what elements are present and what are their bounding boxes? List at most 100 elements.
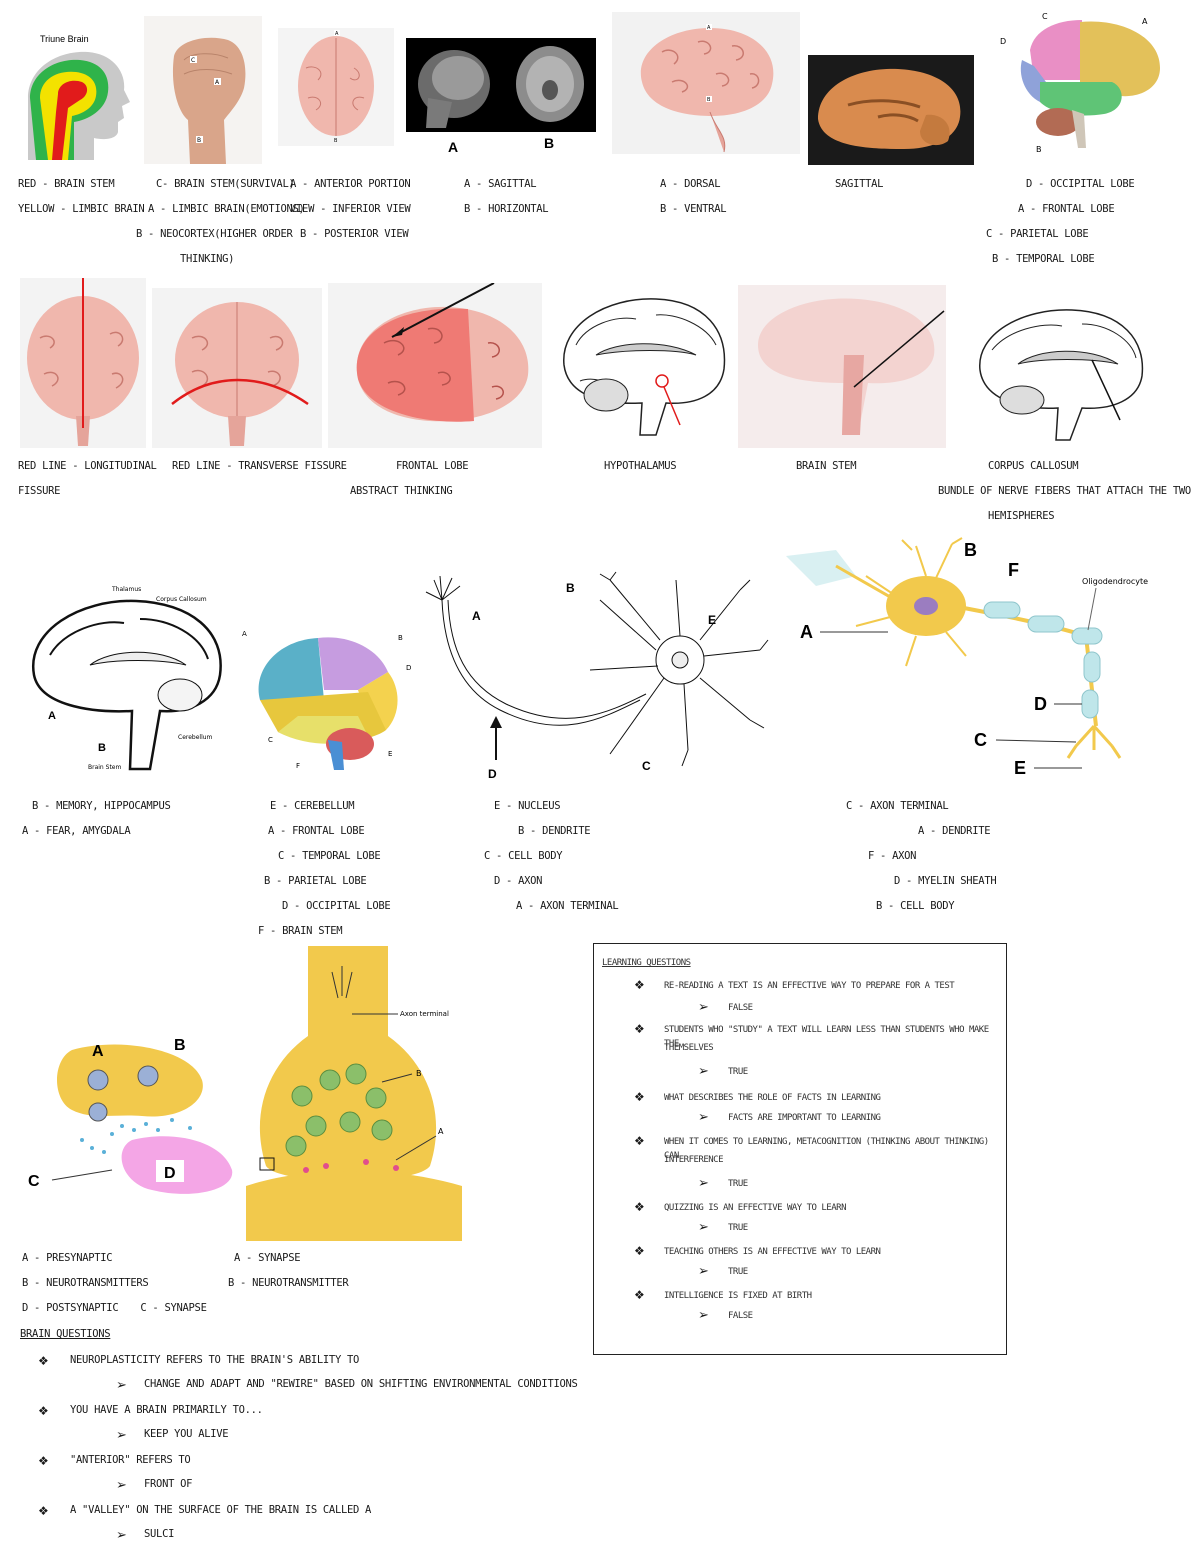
synapse-diagram-1: A B C D [22, 1030, 242, 1205]
corpus-callosum-figure [972, 300, 1150, 448]
frontal-caption: frontal lobe abstract thinking [350, 460, 469, 497]
learn-q6: Teaching others is an effective way to l… [664, 1247, 881, 1257]
lobes-labeled-figure: A B D C F E [238, 620, 418, 780]
learn-a6-arrow: ➢ [698, 1264, 709, 1279]
lobes2-label-a: A [242, 630, 247, 638]
brainstem-caption: brain stem [796, 460, 857, 472]
limbic-label-corpus: Corpus Callosum [156, 596, 207, 603]
frontal-lobe-figure [328, 282, 542, 448]
view-caption: A - anterior portion View - inferior vie… [290, 178, 411, 240]
mri-label-a: A [448, 139, 458, 155]
neuron-color-figure: B F Oligodendrocyte A D C E [776, 536, 1176, 780]
limbic-caption: B - memory, hippocampus A - fear, amygda… [22, 800, 171, 837]
synapse1-label-a: A [92, 1043, 104, 1060]
hypothalamus-caption: hypothalamus [604, 460, 677, 472]
mri-label-b: B [544, 135, 554, 151]
neuron-color-label-a: A [800, 622, 813, 642]
learn-q7-bullet: ❖ [634, 1288, 645, 1302]
brain-q1: Neuroplasticity refers to the brain's ab… [70, 1354, 360, 1366]
limbic-label-thalamus: Thalamus [111, 586, 141, 593]
hypothalamus-figure [556, 285, 730, 448]
learn-a7-arrow: ➢ [698, 1308, 709, 1323]
brain-a3-arrow: ➢ [116, 1478, 127, 1493]
triune-title: Triune Brain [40, 34, 89, 44]
learn-a5: True [728, 1223, 748, 1233]
learn-a3: Facts are important to learning [728, 1113, 881, 1123]
hand-label-a: A [215, 79, 220, 86]
lobes2-label-d: D [406, 664, 411, 672]
brain-q3: "Anterior" refers to [70, 1454, 191, 1466]
learn-q2-bullet: ❖ [634, 1022, 645, 1036]
learn-q4: When it comes to learning, metacognition… [664, 1137, 989, 1161]
dorsal-ventral-figure: A B [612, 12, 800, 154]
neuron-bw-label-c: C [642, 759, 651, 773]
triune-brain-figure: Triune Brain [18, 28, 136, 160]
brain-a1: change and adapt and "rewire" based on s… [144, 1378, 578, 1390]
hand-label-c: C [191, 57, 195, 64]
inferior-view-figure: A B [278, 28, 394, 146]
dorsal-caption: A - dorsal B - ventral [660, 178, 727, 215]
learn-a1: False [728, 1003, 753, 1013]
limbic-system-figure: Thalamus Corpus Callosum A B Cerebellum … [20, 585, 230, 775]
learn-q7: Intelligence is fixed at birth [664, 1291, 812, 1301]
learn-q1: Re-reading a text is an effective way to… [664, 981, 955, 991]
brain-q2: You have a brain primarily to... [70, 1404, 263, 1416]
learn-a4: True [728, 1179, 748, 1189]
hand-caption: C- brain stem(survival) A - limbic brain… [136, 178, 305, 265]
neuron-color-label-d: D [1034, 694, 1047, 714]
learn-q2-cont: themselves [664, 1043, 714, 1053]
brain-q3-bullet: ❖ [38, 1454, 49, 1468]
longitudinal-fissure-figure [20, 278, 146, 448]
synapse2-caption: A - synapse B - neurotransmitter [228, 1252, 349, 1289]
neuron-color-label-e: E [1014, 758, 1026, 778]
synapse1-label-b: B [174, 1037, 186, 1054]
neuron-bw-caption: E - nucleus B - dendrite C - cell body D… [484, 800, 619, 912]
transverse-fissure-figure [152, 288, 322, 448]
neuron-color-label-c: C [974, 730, 987, 750]
synapse2-label-axon: Axon terminal [400, 1010, 449, 1018]
learn-a6: True [728, 1267, 748, 1277]
learn-a5-arrow: ➢ [698, 1220, 709, 1235]
mri-figure: A B [406, 38, 596, 156]
corpus-caption: corpus callosum bundle of nerve fibers t… [938, 460, 1191, 522]
learn-a2: True [728, 1067, 748, 1077]
learn-q4-bullet: ❖ [634, 1134, 645, 1148]
neuron-color-label-f: F [1008, 560, 1019, 580]
lobes2-label-e: E [388, 750, 392, 758]
lobes-label-a: A [1142, 17, 1148, 26]
triune-caption: Red - brain stem Yellow - limbic brain [18, 178, 145, 215]
mri-caption: A - sagittal B - horizontal [464, 178, 549, 215]
brainstem-figure [738, 285, 946, 448]
lobes-caption: D - occipital lobe A - frontal lobe C - … [986, 178, 1135, 265]
lobes-color-figure: C A D B [1000, 10, 1170, 155]
lobes-label-b: B [1036, 145, 1042, 154]
learn-q2: Students who "study" a text will learn l… [664, 1025, 989, 1049]
learn-a2-arrow: ➢ [698, 1064, 709, 1079]
hand-label-b: B [197, 137, 201, 144]
brain-q1-bullet: ❖ [38, 1354, 49, 1368]
brain-q4-bullet: ❖ [38, 1504, 49, 1518]
learn-a3-arrow: ➢ [698, 1110, 709, 1125]
learn-q3-bullet: ❖ [634, 1090, 645, 1104]
synapse2-label-b: B [416, 1069, 422, 1078]
learn-a1-arrow: ➢ [698, 1000, 709, 1015]
brain-a4: sulci [144, 1528, 175, 1540]
learn-q5: Quizzing is an effective way to learn [664, 1203, 846, 1213]
limbic-label-b: B [98, 742, 106, 754]
brain-a3: front of [144, 1478, 193, 1490]
brain-a2: Keep you alive [144, 1428, 229, 1440]
dorsal-label-a: A [707, 25, 711, 31]
neuron-color-label-b: B [964, 540, 977, 560]
limbic-label-brainstem: Brain Stem [88, 764, 121, 771]
lobes-label-c: C [1042, 12, 1048, 21]
brain-a2-arrow: ➢ [116, 1428, 127, 1443]
neuron-bw-label-d: D [488, 767, 497, 780]
synapse1-label-d: D [164, 1165, 176, 1182]
learn-a4-arrow: ➢ [698, 1176, 709, 1191]
brain-a4-arrow: ➢ [116, 1528, 127, 1543]
synapse1-caption: A - presynaptic B - neurotransmitters D … [22, 1252, 207, 1314]
view-label-a: A [335, 31, 339, 37]
limbic-label-cerebellum: Cerebellum [178, 734, 213, 741]
lobes2-label-b: B [398, 634, 403, 642]
brain-q4: A "valley" on the surface of the brain i… [70, 1504, 372, 1516]
